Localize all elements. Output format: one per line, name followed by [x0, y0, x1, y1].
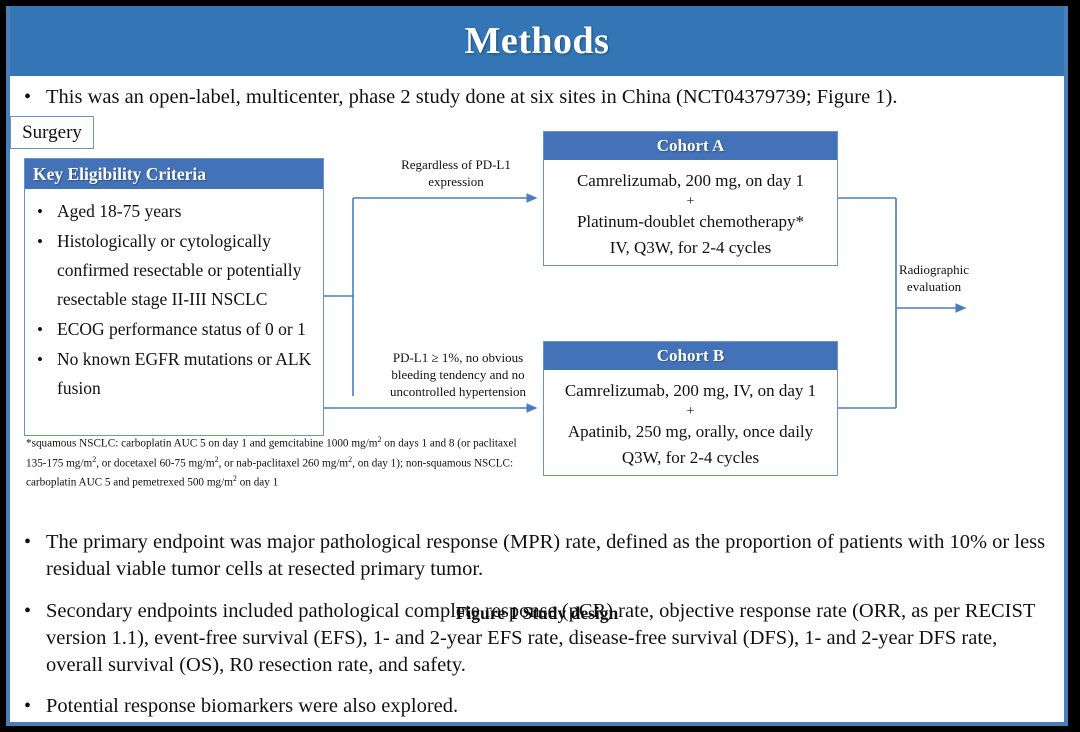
cohort-b-line-1: Camrelizumab, 200 mg, IV, on day 1	[564, 381, 817, 400]
connector-label-line: Regardless of PD-L1	[401, 157, 511, 172]
eligibility-criteria-list: Aged 18-75 years Histologically or cytol…	[25, 189, 323, 403]
cohort-b-line-3: Q3W, for 2-4 cycles	[621, 448, 760, 467]
chemotherapy-regimen-footnote: *squamous NSCLC: carboplatin AUC 5 on da…	[26, 432, 534, 491]
bullet-marker: •	[24, 86, 32, 108]
cohort-a-body: Camrelizumab, 200 mg, on day 1 + Platinu…	[544, 160, 837, 267]
footnote-part: on days 1 and 8 (or paclitaxel 135-175 m…	[26, 437, 517, 470]
connector-label-regardless: Regardless of PD-L1 expression	[370, 156, 542, 190]
biomarker-text: Potential response biomarkers were also …	[46, 695, 459, 717]
cohort-b-line-2: Apatinib, 250 mg, orally, once daily	[567, 422, 814, 441]
cohort-a-line-1: Camrelizumab, 200 mg, on day 1	[576, 171, 805, 190]
cohort-a-line-2: Platinum-doublet chemotherapy*	[576, 212, 805, 231]
connector-label-line: evaluation	[906, 279, 962, 294]
intro-bullet-text: This was an open-label, multicenter, pha…	[46, 86, 898, 108]
list-item: Aged 18-75 years	[31, 197, 317, 226]
intro-bullet: • This was an open-label, multicenter, p…	[24, 84, 1054, 111]
cohort-a-line-3: IV, Q3W, for 2-4 cycles	[609, 238, 772, 257]
bullet-marker: •	[24, 600, 32, 622]
connector-label-pdl1: PD-L1 ≥ 1%, no obvious bleeding tendency…	[362, 349, 554, 400]
footnote-part: , or docetaxel 60-75 mg/m	[96, 457, 215, 470]
presentation-slide: Methods • This was an open-label, multic…	[6, 6, 1068, 726]
footnote-superscript: 2	[214, 454, 219, 464]
secondary-endpoint-text: Secondary endpoints included pathologica…	[46, 600, 1036, 676]
secondary-endpoint-bullet: • Secondary endpoints included pathologi…	[24, 598, 1056, 679]
eligibility-box-header: Key Eligibility Criteria	[25, 159, 323, 189]
connector-label-radiographic: Radiographic evaluation	[882, 261, 986, 295]
study-design-figure: Key Eligibility Criteria Aged 18-75 year…	[10, 116, 1064, 623]
footnote-superscript: 2	[232, 474, 237, 484]
cohort-b-plus: +	[686, 404, 695, 419]
list-item: Histologically or cytologically confirme…	[31, 227, 317, 314]
eligibility-criteria-box: Key Eligibility Criteria Aged 18-75 year…	[24, 158, 324, 436]
footnote-part: , or nab-paclitaxel 260 mg/m	[218, 457, 349, 470]
surgery-box: Surgery	[10, 116, 94, 149]
connector-label-line: uncontrolled hypertension	[389, 384, 527, 399]
biomarker-bullet: • Potential response biomarkers were als…	[24, 693, 1056, 720]
footnote-superscript: 2	[377, 435, 382, 444]
surgery-label: Surgery	[22, 121, 82, 143]
cohort-b-header: Cohort B	[544, 342, 837, 370]
bullet-marker: •	[24, 695, 32, 717]
footnote-superscript: 2	[348, 454, 353, 464]
cohort-a-header: Cohort A	[544, 132, 837, 160]
primary-endpoint-text: The primary endpoint was major pathologi…	[46, 531, 1046, 580]
footnote-part: , on day 1); non-squamous NSCLC: carbopl…	[26, 457, 514, 490]
primary-endpoint-bullet: • The primary endpoint was major patholo…	[24, 529, 1056, 583]
bullet-marker: •	[24, 531, 32, 553]
footnote-part: on day 1	[236, 477, 279, 490]
cohort-a-plus: +	[686, 194, 695, 209]
figure-caption: Figure 1 Study design	[455, 603, 619, 623]
slide-title-banner: Methods	[10, 6, 1064, 76]
connector-label-line: Radiographic	[898, 262, 970, 277]
connector-label-line: bleeding tendency and no	[391, 367, 525, 382]
footnote-part: *squamous NSCLC: carboplatin AUC 5 on da…	[26, 437, 378, 450]
footnote-superscript: 2	[92, 454, 97, 464]
list-item: No known EGFR mutations or ALK fusion	[31, 345, 317, 403]
list-item: ECOG performance status of 0 or 1	[31, 315, 317, 344]
page-title: Methods	[464, 20, 610, 62]
cohort-a-box: Cohort A Camrelizumab, 200 mg, on day 1 …	[543, 131, 838, 266]
connector-label-line: expression	[428, 174, 484, 189]
cohort-b-box: Cohort B Camrelizumab, 200 mg, IV, on da…	[543, 341, 838, 476]
connector-label-line: PD-L1 ≥ 1%, no obvious	[392, 350, 524, 365]
cohort-b-body: Camrelizumab, 200 mg, IV, on day 1 + Apa…	[544, 370, 837, 477]
